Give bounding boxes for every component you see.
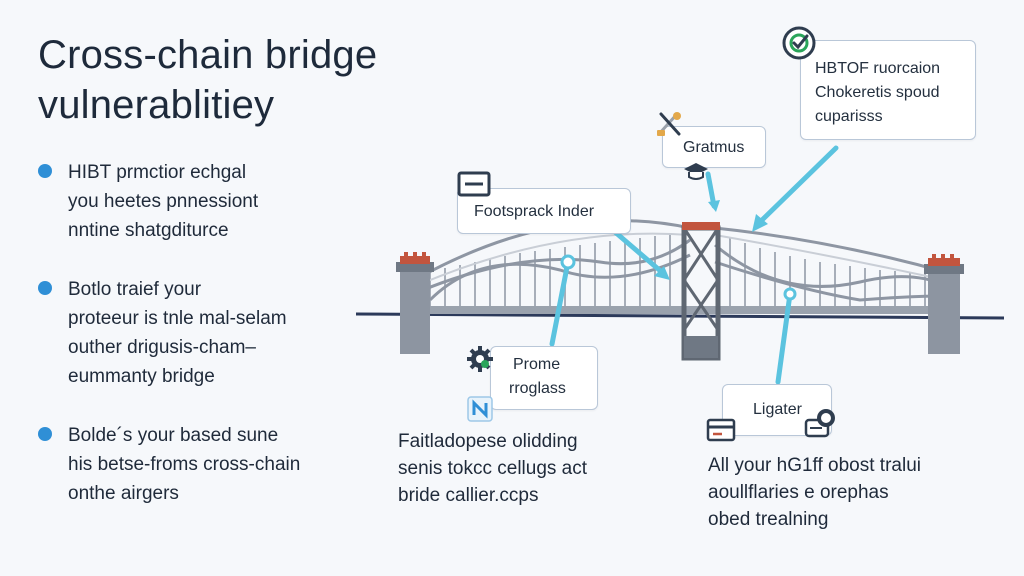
left-tower — [396, 252, 434, 354]
callout-text: Footsprack Inder — [474, 203, 595, 220]
caption-text: Faitladopese olidding — [398, 431, 578, 452]
bullet-item: Bolde´s your based sune his betse-froms … — [36, 421, 366, 508]
callout-text: Ligater — [753, 401, 802, 418]
right-tower — [924, 254, 964, 354]
bullet-text: nntine shatgditurce — [68, 220, 229, 241]
wallet-icon — [457, 171, 491, 197]
bullet-text: you heetes pnnessiont — [68, 191, 259, 212]
callout-text: Prome — [513, 356, 561, 373]
bridge-cables-back — [417, 232, 946, 286]
title-line-2: vulnerablitiey — [38, 83, 275, 127]
center-tower — [681, 222, 721, 361]
caption-text: All your hG1ff obost tralui — [708, 455, 921, 476]
pointer-heads — [654, 200, 768, 280]
bullet-list: HIBT prmctior echgal you heetes pnnessio… — [36, 158, 366, 538]
callout-top-right: HBTOF ruorcaion Chokeretis spoud cuparis… — [800, 40, 976, 140]
bullet-text: Botlo traief your — [68, 279, 202, 300]
bullet-text: eummanty bridge — [68, 366, 215, 387]
pointer-node — [783, 287, 797, 301]
bridge-girder — [400, 306, 948, 314]
bullet-text: outher drigusis-cham– — [68, 337, 256, 358]
cap-icon — [684, 163, 708, 180]
page-title: Cross-chain bridge vulnerablitiey — [38, 30, 377, 130]
gear-icon — [467, 346, 493, 372]
coins-icon — [804, 409, 835, 438]
bullet-dot-icon — [38, 164, 52, 178]
callout-text: cuparisss — [815, 108, 883, 125]
caption-text: obed trealning — [708, 509, 829, 530]
callout-pointers — [549, 145, 839, 385]
bridge-deck — [355, 312, 1005, 320]
bullet-dot-icon — [38, 281, 52, 295]
bridge-railing — [429, 234, 926, 312]
card-icon — [706, 418, 736, 442]
caption-text: aoullflaries e orephas — [708, 482, 889, 503]
bullet-text: Bolde´s your based sune — [68, 425, 279, 446]
caption-right: All your hG1ff obost tralui aoullflaries… — [708, 452, 921, 533]
callout-text: Gratmus — [683, 139, 745, 156]
bullet-item: HIBT prmctior echgal you heetes pnnessio… — [36, 158, 366, 245]
callout-prome: Prome rroglass — [490, 346, 598, 410]
title-line-1: Cross-chain bridge — [38, 33, 378, 77]
bullet-text: his betse-froms cross-chain — [68, 454, 301, 475]
caption-center: Faitladopese olidding senis tokcc cellug… — [398, 428, 587, 509]
caption-text: senis tokcc cellugs act — [398, 458, 588, 479]
caption-text: bride callier.ccps — [398, 485, 539, 506]
check-badge-icon — [782, 26, 816, 60]
pointer-node — [560, 254, 576, 270]
bullet-text: proteeur is tnle mal-selam — [68, 308, 287, 329]
callout-footsprack: Footsprack Inder — [457, 188, 631, 234]
tools-icon — [657, 112, 681, 136]
bullet-text: HIBT prmctior echgal — [68, 162, 247, 183]
callout-text: Chokeretis spoud — [815, 84, 940, 101]
network-icon — [467, 396, 493, 422]
bullet-dot-icon — [38, 427, 52, 441]
callout-text: rroglass — [509, 380, 566, 397]
bullet-item: Botlo traief your proteeur is tnle mal-s… — [36, 275, 366, 391]
callout-text: HBTOF ruorcaion — [815, 60, 941, 77]
bullet-text: onthe airgers — [68, 483, 179, 504]
